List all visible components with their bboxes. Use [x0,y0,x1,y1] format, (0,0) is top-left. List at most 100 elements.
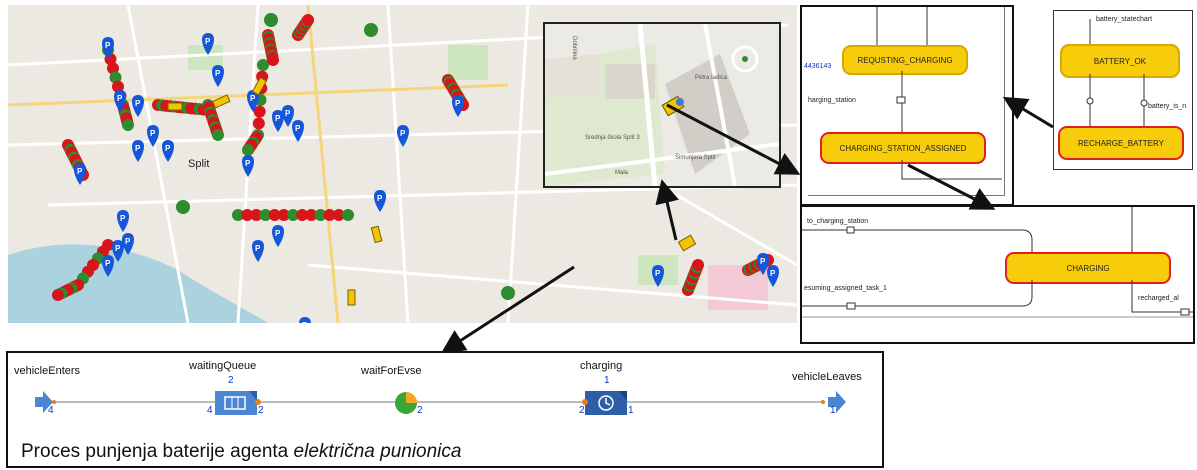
transition-label: to_charging_station [807,218,869,225]
svg-text:P: P [105,41,111,50]
route-dot [252,117,265,130]
parking-pin-icon: P [292,120,304,142]
inset-vehicle [661,95,685,117]
block-count: 2 [579,405,585,416]
block-count: 2 [258,405,264,416]
svg-text:P: P [117,94,123,103]
block-count: 2 [417,405,423,416]
route-dot [232,209,244,221]
parking-pin-icon: P [117,210,129,232]
transition-label: harging_station [808,97,856,104]
block-label-vehicle-enters: vehicleEnters [14,365,81,377]
charger-icon [176,200,190,214]
parking-pin-icon: P [74,163,86,185]
state-charging-station-assigned[interactable]: CHARGING_STATION_ASSIGNED [820,132,986,164]
statechart-panel-left: REQUSTING_CHARGING CHARGING_STATION_ASSI… [800,5,1014,206]
state-requesting-charging[interactable]: REQUSTING_CHARGING [842,45,968,75]
parking-pin-icon: P [162,140,174,162]
svg-text:P: P [285,109,291,118]
state-battery-ok[interactable]: BATTERY_OK [1060,44,1180,78]
svg-text:P: P [105,259,111,268]
block-count: 2 [228,375,234,386]
route-dot [302,14,314,26]
route-dot [52,289,64,301]
route-dot [212,129,224,141]
charger-icon [364,23,378,37]
vehicle-marker [347,289,356,306]
arrow-inset-to-statechart [666,103,801,175]
svg-text:P: P [205,37,211,46]
route-dot [109,71,122,84]
svg-text:P: P [165,144,171,153]
svg-text:P: P [377,194,383,203]
parking-pin-icon: P [242,155,254,177]
inset-label: Srednja škola Split 3 [585,135,640,141]
parking-pin-icon: P [112,240,124,262]
route-dot [112,80,124,93]
svg-text:P: P [77,167,83,176]
statechart-title: battery_statechart [1096,16,1153,23]
route-dot [267,54,279,66]
route-dot [332,209,345,221]
parking-pin-icon: P [114,90,126,112]
block-label-waiting-queue: waitingQueue [189,360,257,372]
route-dot [122,119,134,131]
svg-text:P: P [302,321,308,323]
inset-label: Šimunjera Split [675,154,716,161]
parking-pin-icon: P [452,95,464,117]
svg-text:P: P [655,269,661,278]
statechart-panel-right: battery_statechart BATTERY_OK RECHARGE_B… [1053,10,1193,170]
statechart-arrows [876,7,1002,180]
parking-pin-icon: P [122,233,134,255]
vehicle-marker [251,76,268,96]
parking-pin-icon: P [102,37,114,59]
route-dot [323,209,336,221]
parking-pin-icon: P [652,265,664,287]
charger-icon [501,286,515,300]
route-dot [296,209,309,221]
route-dot [692,259,704,271]
vehicle-markers [167,76,697,306]
parking-pin-icon: P [212,65,224,87]
svg-text:P: P [770,269,776,278]
route-dot [305,209,318,221]
parking-pin-icon: P [272,225,284,247]
pin-layer: PPPPPPPPPPPPPPPPPPPPPPPPPPP [74,33,779,323]
state-charging[interactable]: CHARGING [1005,252,1171,284]
svg-text:P: P [250,94,256,103]
svg-text:P: P [135,144,141,153]
parking-pin-icon: P [202,33,214,55]
map-inset[interactable]: Srednja škola Split 3 Šimunjera Split Pe… [543,22,781,188]
source-arrow-icon [35,391,53,413]
city-label: Split [188,158,209,170]
svg-text:P: P [215,69,221,78]
caption-italic: električna punionica [293,441,462,462]
block-label-vehicle-leaves: vehicleLeaves [792,371,862,383]
svg-text:P: P [125,237,131,246]
inset-label: Mala [615,170,629,176]
city-map[interactable]: PPPPPPPPPPPPPPPPPPPPPPPPPPP Split [8,5,797,323]
svg-text:P: P [245,159,251,168]
parking-pin-icon: P [132,95,144,117]
statechart-panel-bottom: to_charging_station CHARGING esuming_ass… [800,205,1195,344]
vehicle-marker [370,225,383,244]
parking-pin-icon: P [247,90,259,112]
arrow-to-charging-chart [907,163,996,210]
transition-label: recharged_al [1138,295,1179,302]
parking-pin-icon: P [252,240,264,262]
sea-area [8,244,268,323]
route-dot [242,144,254,156]
sink-arrow-icon [828,391,846,413]
arrow-map-to-flow [440,265,575,354]
state-recharge-battery[interactable]: RECHARGE_BATTERY [1058,126,1184,160]
inset-canvas: Srednja škola Split 3 Šimunjera Split Pe… [545,24,779,186]
inset-label: Petra Iadica [695,75,728,81]
svg-text:P: P [150,129,156,138]
block-count: 4 [48,405,54,416]
parking-pin-icon: P [282,105,294,127]
block-count: 1 [604,375,610,386]
svg-text:P: P [115,244,121,253]
inset-label: Dobrilina [571,36,577,60]
route-dot [259,209,272,221]
